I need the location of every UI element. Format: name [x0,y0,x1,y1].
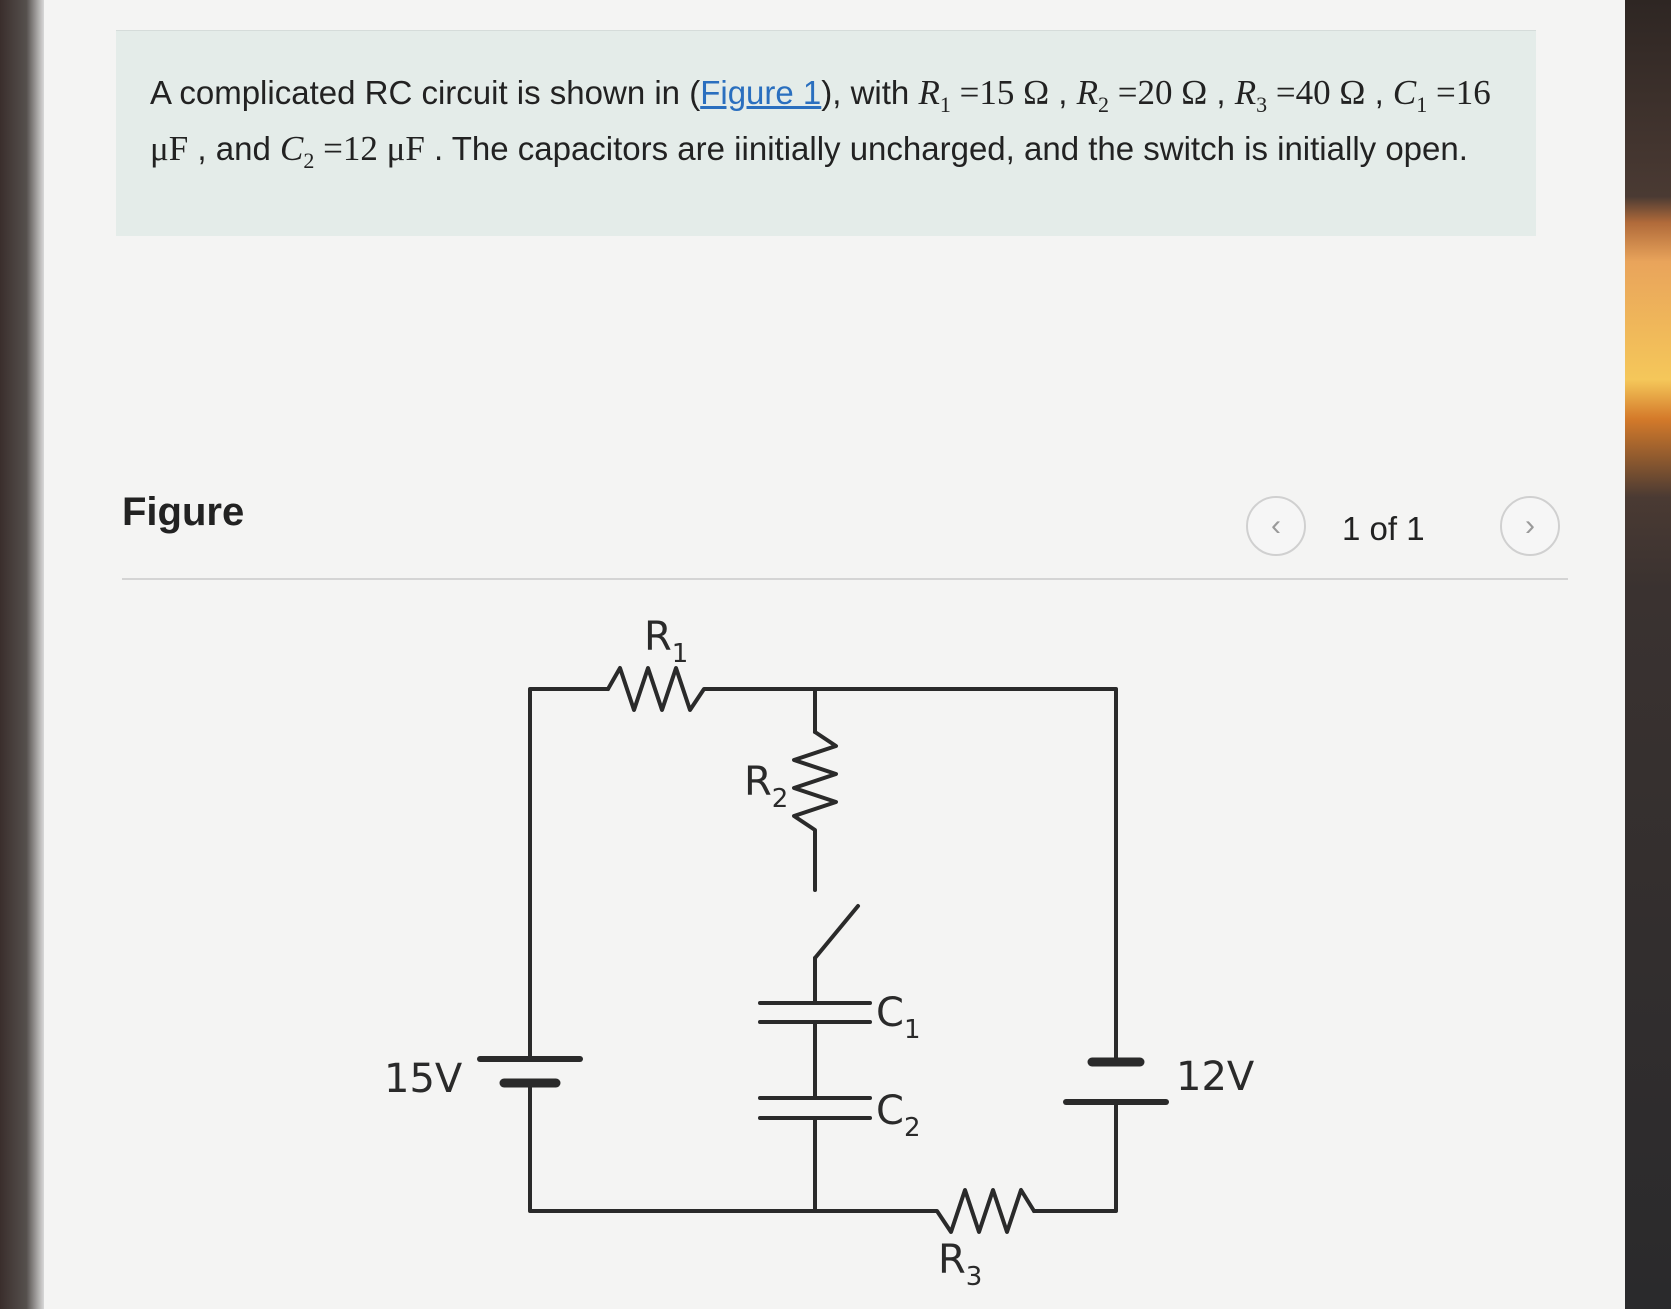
r3-symbol: R3 [1234,73,1268,117]
wire-top [722,687,1118,1064]
figure-link[interactable]: Figure 1 [700,74,822,111]
label-r2: R2 [744,759,788,814]
label-r3: R3 [938,1237,982,1292]
r2-value: =20 Ω [1109,73,1208,112]
problem-text-2: ), with [821,74,919,111]
c1-value: =16 μF [150,73,1491,168]
problem-text-3: . The capacitors are iinitially uncharge… [424,130,1468,167]
battery-12v [1063,1057,1169,1105]
label-12v: 12V [1176,1054,1255,1100]
figure-heading: Figure [122,490,245,534]
battery-15v [477,1056,583,1088]
circuit-diagram: R1 R2 R3 C1 C2 15V 12V [384,614,1255,1292]
r1-value: =15 Ω [950,73,1050,112]
problem-text-1: A complicated RC circuit is shown in ( [150,74,701,111]
wire-left-top [528,687,610,1061]
c2-symbol: C2 [279,129,315,173]
r2-symbol: R2 [1076,73,1109,117]
capacitor-c1 [758,1001,872,1024]
monitor-bezel-left [0,0,44,1309]
resistor-r1 [606,666,726,712]
resistor-r3 [915,1188,1036,1234]
problem-statement: A complicated RC circuit is shown in (Fi… [116,30,1536,236]
label-r1: R1 [644,614,688,669]
switch-open [813,904,860,968]
c2-value: =12 μF [314,129,425,168]
label-15v: 15V [384,1056,463,1102]
screen: A complicated RC circuit is shown in (Fi… [44,0,1625,1309]
label-c1: C1 [876,990,920,1045]
chevron-left-icon: ‹ [1271,509,1281,542]
r3-value: =40 Ω [1267,73,1366,112]
resistor-r2 [792,730,838,892]
figure-pager: 1 of 1 [1342,510,1425,547]
c1-symbol: C1 [1392,73,1428,117]
wire-right-bottom [1032,1100,1118,1213]
figure-divider [122,578,1568,580]
label-c2: C2 [876,1088,920,1143]
r1-symbol: R1 [918,73,951,117]
previous-figure-button[interactable]: ‹ [1246,496,1306,556]
chevron-right-icon: › [1525,509,1535,542]
monitor-bezel-right [1625,0,1671,1309]
capacitor-c2 [758,1096,872,1120]
wire-bottom [528,1081,919,1213]
next-figure-button[interactable]: › [1500,496,1560,556]
